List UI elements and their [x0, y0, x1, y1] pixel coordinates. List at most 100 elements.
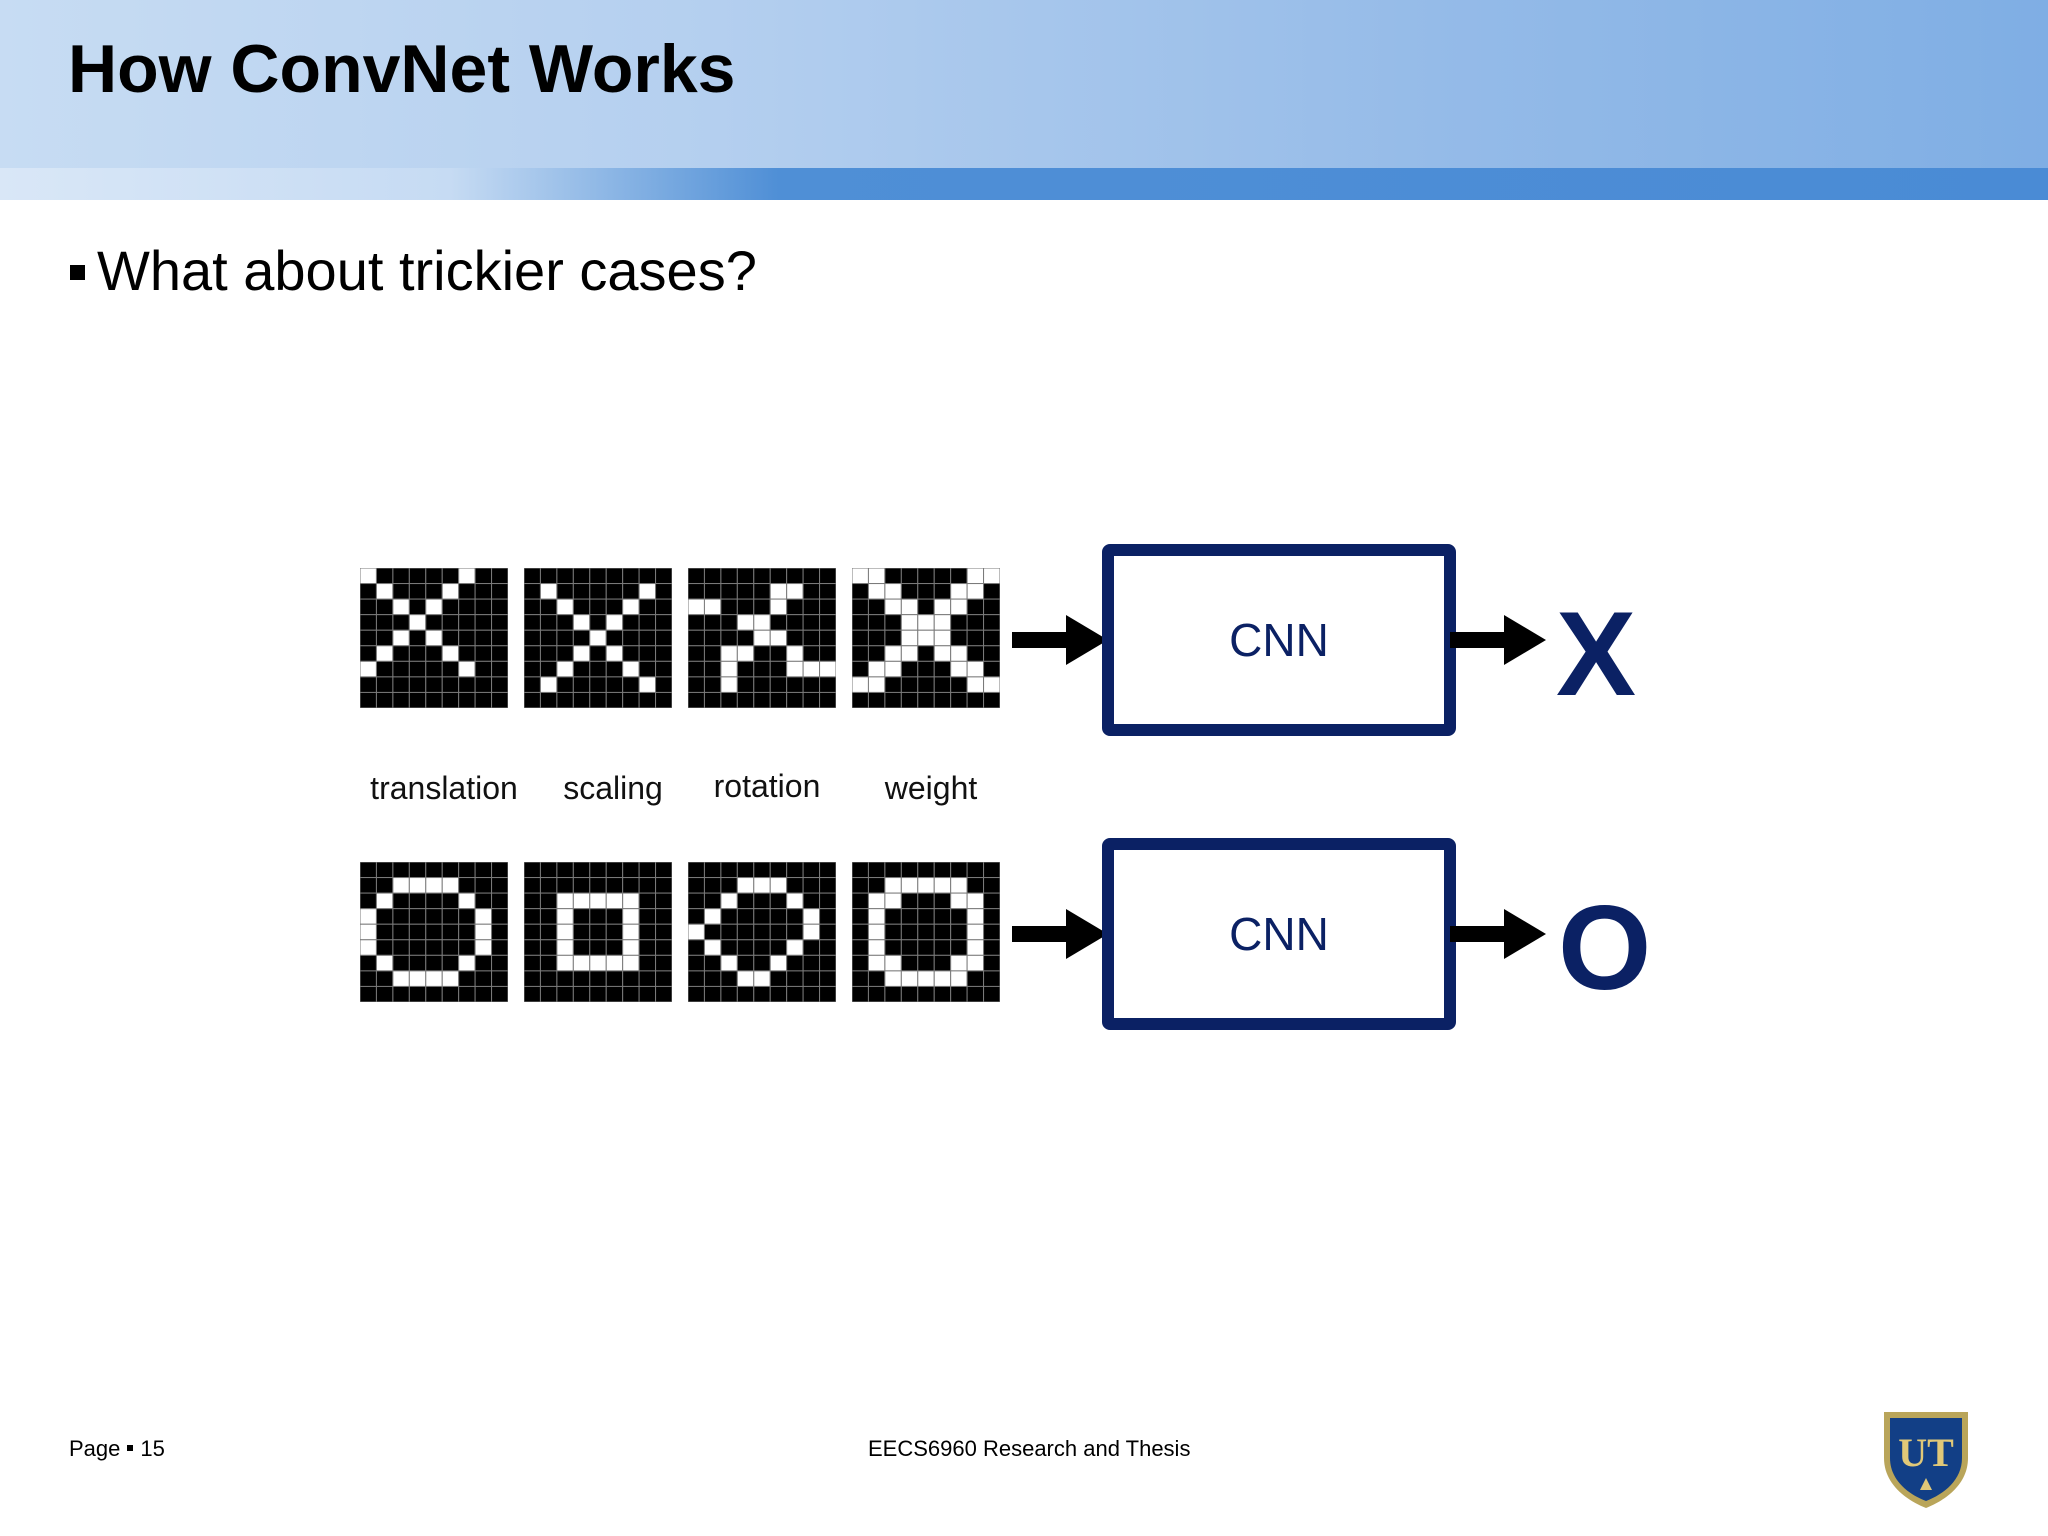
pixel-off — [491, 892, 508, 910]
pixel-off — [769, 676, 788, 693]
pixel-on — [375, 954, 394, 972]
pixel-off — [360, 954, 377, 972]
pixel-off — [736, 583, 755, 600]
pixel-off — [556, 614, 574, 631]
pixel-off — [441, 629, 460, 647]
pixel-off — [736, 862, 755, 879]
pixel-off — [524, 568, 541, 585]
pixel-on — [900, 629, 919, 647]
pixel-off — [917, 892, 935, 910]
pixel-off — [408, 923, 427, 941]
pixel-off — [458, 923, 476, 941]
pixel-on — [966, 954, 985, 972]
pixel-off — [852, 923, 869, 941]
pixel-off — [917, 985, 935, 1002]
pixel-on — [867, 954, 886, 972]
pixel-off — [917, 568, 935, 585]
pixel-off — [605, 583, 624, 600]
pixel-on — [556, 954, 574, 972]
pixel-on — [360, 923, 377, 941]
pixel-off — [638, 598, 657, 616]
pixel-grid-svg — [524, 862, 672, 1002]
slide-title: How ConvNet Works — [68, 31, 736, 107]
pixel-off — [983, 614, 1000, 631]
pixel-off — [950, 862, 968, 879]
pixel-off — [786, 985, 804, 1002]
pixel-off — [900, 583, 919, 600]
pixel-off — [458, 970, 476, 987]
pixel-on — [408, 970, 427, 987]
pixel-off — [736, 985, 755, 1002]
pixel-on — [425, 629, 443, 647]
pixel-off — [703, 923, 722, 941]
pixel-off — [802, 614, 821, 631]
pixel-off — [917, 954, 935, 972]
pixel-off — [524, 985, 541, 1002]
pixel-off — [458, 629, 476, 647]
pixel-off — [655, 629, 672, 647]
pixel-on — [966, 892, 985, 910]
pixel-off — [753, 908, 771, 925]
pixel-off — [736, 954, 755, 972]
pixel-on — [950, 598, 968, 616]
pixel-on — [425, 877, 443, 894]
caption-scaling: scaling — [563, 770, 663, 806]
pixel-off — [605, 862, 624, 879]
pixel-off — [802, 939, 821, 956]
pixel-off — [983, 939, 1000, 956]
pixel-off — [474, 985, 493, 1002]
pixel-on — [933, 629, 952, 647]
pixel-off — [605, 877, 624, 894]
pixel-off — [819, 985, 836, 1002]
pixel-off — [786, 568, 804, 585]
pixel-off — [589, 939, 607, 956]
pixel-off — [539, 939, 558, 956]
pixel-off — [556, 970, 574, 987]
pixel-off — [441, 676, 460, 693]
pixel-off — [852, 877, 869, 894]
pixel-off — [852, 614, 869, 631]
pixel-on — [786, 660, 804, 678]
pixel-off — [638, 908, 657, 925]
pixel-off — [884, 862, 902, 879]
pixel-off — [458, 583, 476, 600]
pixel-off — [392, 568, 410, 585]
x-scaling-grid — [524, 568, 672, 708]
pixel-on — [458, 660, 476, 678]
pixel-off — [638, 568, 657, 585]
pixel-on — [622, 908, 640, 925]
pixel-off — [408, 691, 427, 708]
pixel-on — [688, 923, 705, 941]
university-shield-logo: UT — [1884, 1412, 1968, 1508]
pixel-off — [638, 985, 657, 1002]
pixel-off — [703, 985, 722, 1002]
pixel-off — [819, 676, 836, 693]
pixel-on — [900, 598, 919, 616]
pixel-off — [933, 568, 952, 585]
pixel-off — [736, 568, 755, 585]
pixel-on — [425, 970, 443, 987]
pixel-on — [900, 877, 919, 894]
pixel-off — [491, 583, 508, 600]
pixel-off — [769, 892, 788, 910]
pixel-on — [441, 970, 460, 987]
pixel-off — [933, 892, 952, 910]
pixel-off — [638, 970, 657, 987]
pixel-on — [392, 629, 410, 647]
pixel-off — [408, 629, 427, 647]
pixel-on — [917, 970, 935, 987]
pixel-grid-svg — [688, 568, 836, 708]
pixel-on — [983, 676, 1000, 693]
pixel-off — [983, 892, 1000, 910]
pixel-off — [786, 614, 804, 631]
pixel-off — [802, 985, 821, 1002]
pixel-off — [884, 908, 902, 925]
pixel-off — [655, 691, 672, 708]
pixel-off — [572, 862, 591, 879]
pixel-off — [753, 954, 771, 972]
pixel-off — [572, 629, 591, 647]
pixel-on — [917, 614, 935, 631]
arrow-right-icon — [1450, 615, 1546, 665]
pixel-off — [474, 660, 493, 678]
pixel-off — [605, 691, 624, 708]
